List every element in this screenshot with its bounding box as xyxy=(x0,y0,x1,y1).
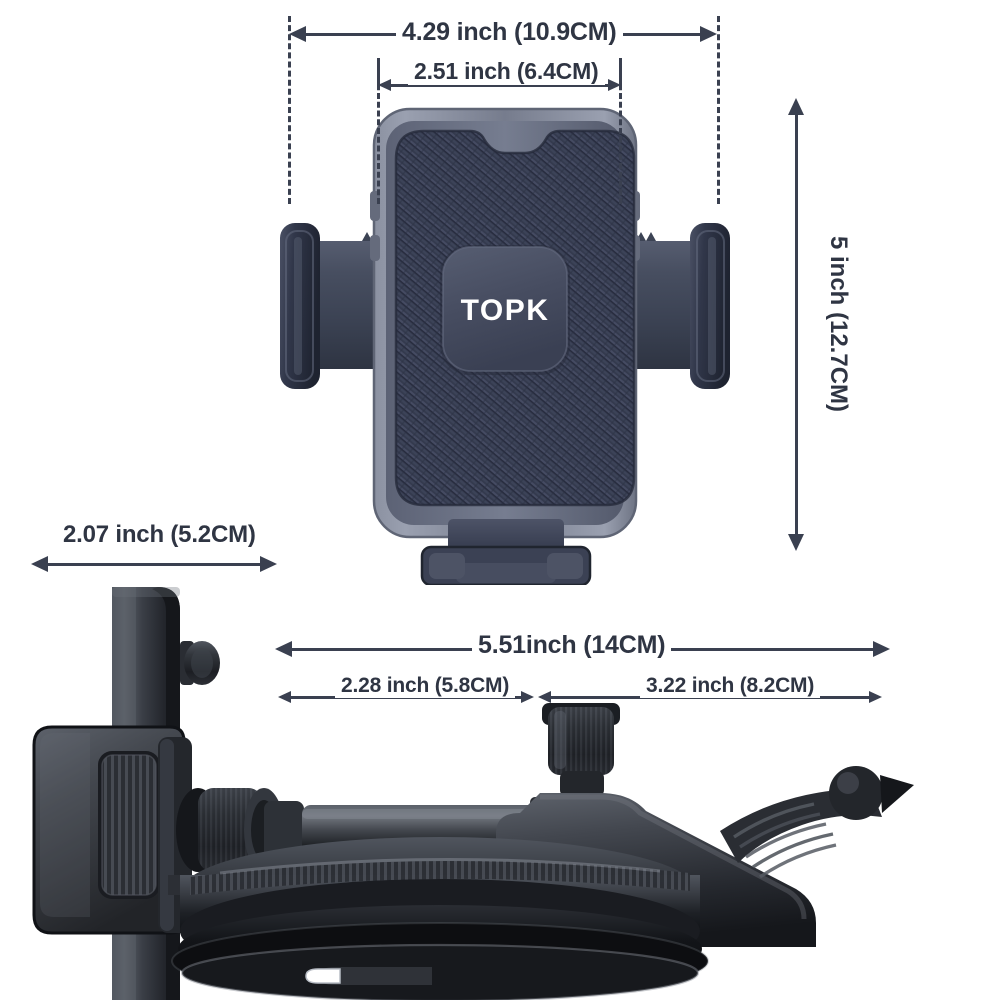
dim-arrow-outer-right xyxy=(700,26,717,42)
bottom-cradle-foot xyxy=(420,519,592,585)
ball-joint xyxy=(829,766,883,820)
suction-pull-tab xyxy=(318,967,432,985)
dim-arrow-seg-b-left xyxy=(538,691,551,703)
dim-arrow-lower-total-left xyxy=(275,641,292,657)
dim-tick-inner-right xyxy=(619,62,622,90)
extension-line-right-inner xyxy=(619,58,622,204)
post-pivot-knob xyxy=(180,641,220,685)
arm-lock-knob-top xyxy=(542,703,620,797)
dim-arrow-height-top xyxy=(788,98,804,115)
dim-line-height xyxy=(795,112,798,536)
dashboard-mount-product-image xyxy=(20,575,920,1000)
dim-label-outer-width: 4.29 inch (10.9CM) xyxy=(396,18,623,47)
lever-ribs xyxy=(733,802,837,879)
dim-arrow-inner-right xyxy=(608,79,621,91)
dim-arrow-lower-left-end xyxy=(260,556,277,572)
phone-cradle-svg: TOPK xyxy=(280,107,730,585)
dim-arrow-outer-left xyxy=(289,26,306,42)
extension-line-right-outer xyxy=(717,16,720,204)
dim-arrow-seg-a-left xyxy=(278,691,291,703)
dim-line-lower-left-width xyxy=(44,563,272,566)
dim-label-inner-width: 2.51 inch (6.4CM) xyxy=(408,58,605,85)
dim-label-height: 5 inch (12.7CM) xyxy=(824,230,853,418)
extension-line-left-outer xyxy=(288,16,291,204)
clamp-bracket xyxy=(32,725,186,935)
dim-label-lower-left-width: 2.07 inch (5.2CM) xyxy=(57,521,262,549)
dim-label-lower-total: 5.51inch (14CM) xyxy=(472,631,672,660)
dim-arrow-height-bottom xyxy=(788,534,804,551)
base-rib-band xyxy=(190,860,690,895)
right-clamp-arm xyxy=(610,223,730,389)
topk-logo-text: TOPK xyxy=(461,294,550,327)
dim-label-lower-segment-b: 3.22 inch (8.2CM) xyxy=(640,674,821,698)
dim-arrow-inner-left xyxy=(378,79,391,91)
ribbed-grip-pad xyxy=(102,755,156,895)
topk-logo-button: TOPK xyxy=(440,245,570,375)
dim-arrow-seg-a-right xyxy=(521,691,534,703)
dim-arrow-lower-left-start xyxy=(31,556,48,572)
dim-tick-inner-left xyxy=(377,62,380,90)
extension-line-left-inner xyxy=(377,58,380,204)
phone-cradle-product-image: TOPK xyxy=(270,95,740,585)
dashboard-mount-svg xyxy=(32,587,914,1000)
dim-arrow-seg-b-right xyxy=(869,691,882,703)
dim-arrow-lower-total-right xyxy=(873,641,890,657)
suction-cup-base xyxy=(168,837,709,1000)
dim-line-inner-width xyxy=(388,84,614,87)
dim-label-lower-segment-a: 2.28 inch (5.8CM) xyxy=(335,674,516,698)
